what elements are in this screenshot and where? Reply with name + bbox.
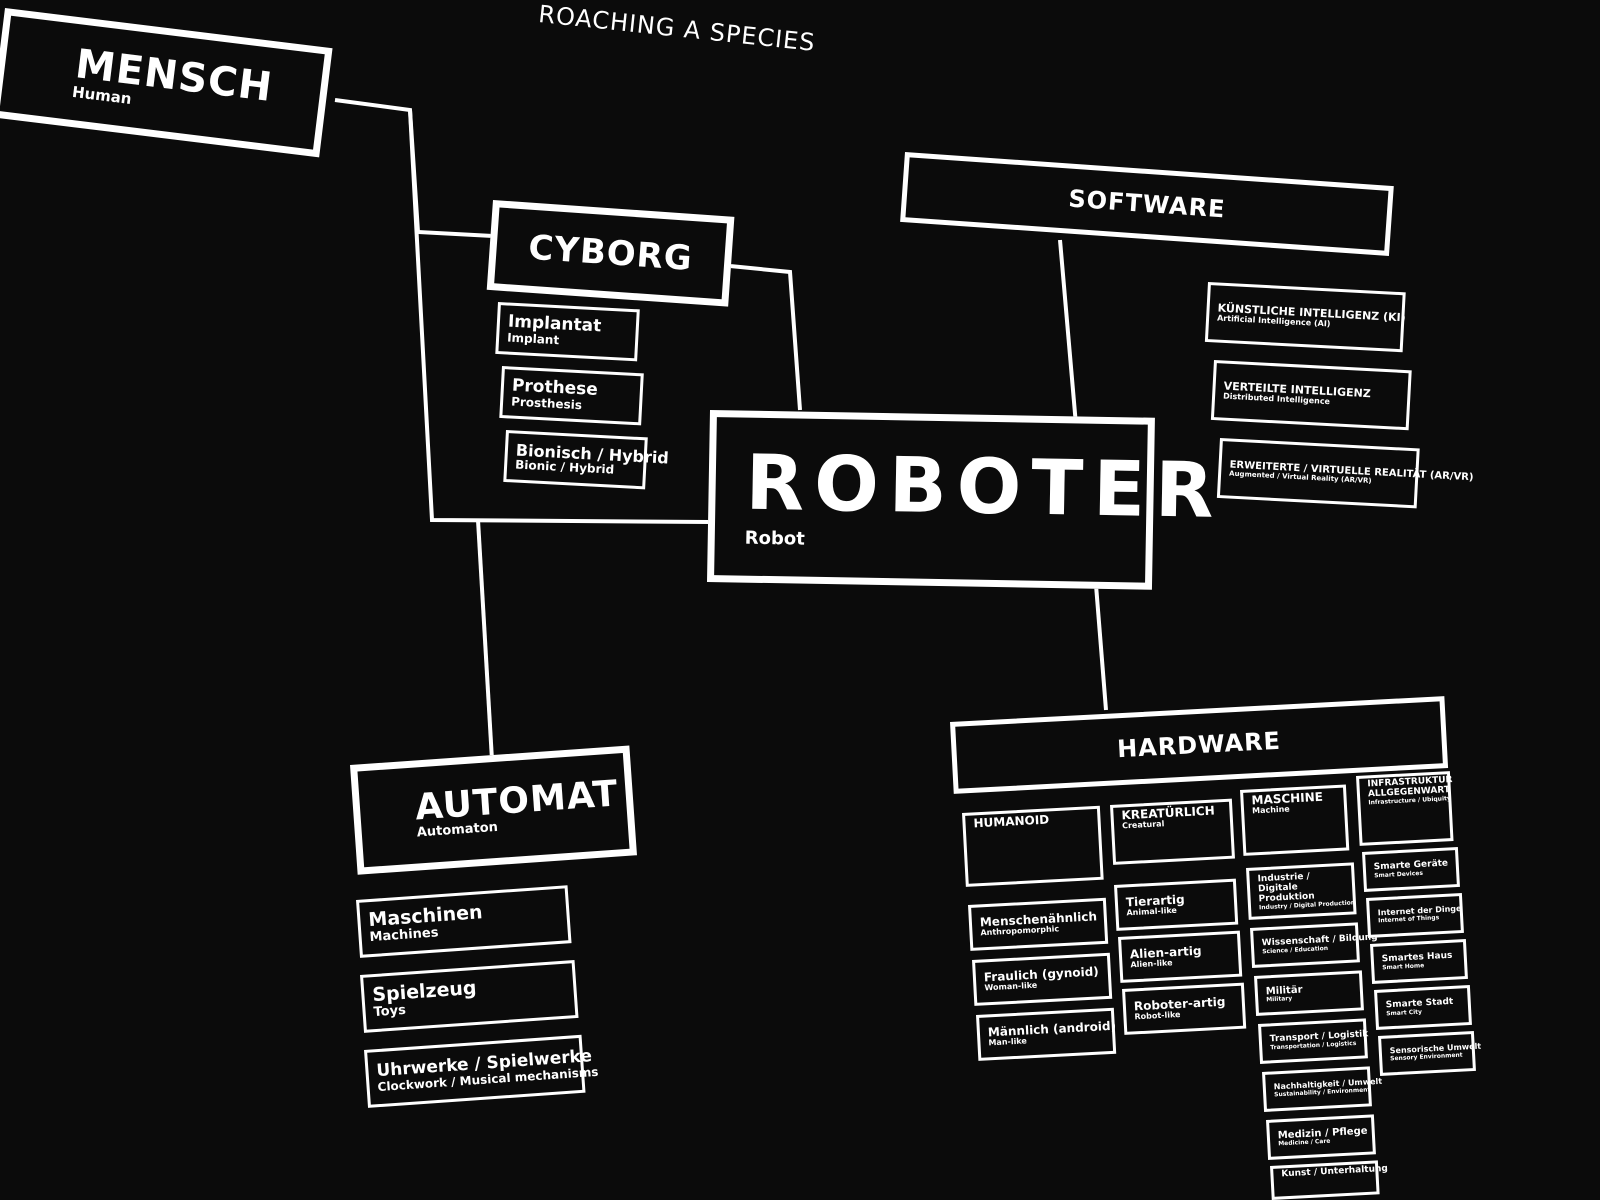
infrastructure-item: Smartes Haus Smart Home — [1370, 938, 1468, 984]
connector-roboter-hardware — [1094, 584, 1108, 711]
category-title: HUMANOID — [973, 812, 1050, 831]
cyborg-item-prosthesis: Prothese Prosthesis — [499, 366, 644, 426]
humanoid-item: Männlich (android) Man-like — [976, 1007, 1116, 1061]
creatural-item: Roboter-artig Robot-like — [1122, 982, 1247, 1035]
item-title: Kunst / Unterhaltung — [1281, 1163, 1389, 1180]
creatural-item: Alien-artig Alien-like — [1118, 930, 1243, 983]
category-subtitle: Machine — [1251, 804, 1290, 816]
software-item-distributed: VERTEILTE INTELLIGENZ Distributed Intell… — [1210, 360, 1412, 431]
connector-trunk-left — [408, 109, 711, 524]
node-cyborg: CYBORG — [486, 200, 735, 307]
cyborg-title: CYBORG — [527, 227, 694, 280]
machine-item: Militär Military — [1254, 970, 1364, 1016]
connector-software-roboter — [1058, 239, 1078, 426]
machine-item: Transport / Logistik Transportation / Lo… — [1258, 1018, 1368, 1064]
machine-item: Wissenschaft / Bildung Science / Educati… — [1250, 922, 1378, 968]
cyborg-item-bionic: Bionisch / Hybrid Bionic / Hybrid — [503, 430, 669, 490]
infrastructure-item: Smarte Geräte Smart Devices — [1362, 846, 1460, 892]
cyborg-item-implant: Implantat Implant — [495, 302, 640, 362]
software-title: SOFTWARE — [1067, 184, 1227, 224]
connector-trunk-automat — [476, 519, 494, 761]
creatural-item: Tierartig Animal-like — [1114, 878, 1239, 931]
machine-item: Kunst / Unterhaltung — [1270, 1160, 1389, 1200]
machine-item: Nachhaltigkeit / Umwelt Sustainability /… — [1262, 1066, 1382, 1112]
infrastructure-item: Smarte Stadt Smart City — [1374, 984, 1472, 1030]
node-automat: AUTOMAT Automaton — [350, 745, 637, 875]
item-subtitle: Sensory Environment — [1390, 1051, 1463, 1063]
node-roboter: ROBOTER Robot — [706, 410, 1225, 590]
machine-item: Medizin / Pflege Medicine / Care — [1266, 1114, 1376, 1160]
category-subtitle: Infrastructure / Ubiquity — [1368, 794, 1451, 807]
humanoid-item: Menschenähnlich Anthropomorphic — [968, 897, 1109, 951]
connector-cyborg-roboter — [729, 264, 802, 411]
hardware-category-machine: MASCHINE Machine — [1240, 784, 1350, 856]
infrastructure-item: Internet der Dinge Internet of Things — [1366, 892, 1464, 938]
hardware-category-creatural: KREATÜRLICH Creatural — [1110, 798, 1235, 865]
infrastructure-item: Sensorische Umwelt Sensory Environment — [1378, 1030, 1481, 1076]
hardware-category-infrastructure: INFRASTRUKTUR ALLGEGENWART Infrastructur… — [1356, 771, 1454, 846]
hardware-category-humanoid: HUMANOID — [962, 805, 1104, 887]
roboter-title: ROBOTER — [744, 437, 1225, 536]
roboter-subtitle: Robot — [744, 527, 806, 550]
item-subtitle: Internet of Things — [1378, 914, 1440, 925]
machine-item: Industrie / Digitale Produktion Industry… — [1246, 862, 1357, 920]
software-item-ai: KÜNSTLICHE INTELLIGENZ (KI) Artificial I… — [1204, 282, 1406, 353]
humanoid-item: Fraulich (gynoid) Woman-like — [972, 952, 1113, 1006]
software-item-ar-vr: ERWEITERTE / VIRTUELLE REALITÄT (AR/VR) … — [1216, 438, 1474, 509]
hardware-title: HARDWARE — [1116, 726, 1282, 764]
